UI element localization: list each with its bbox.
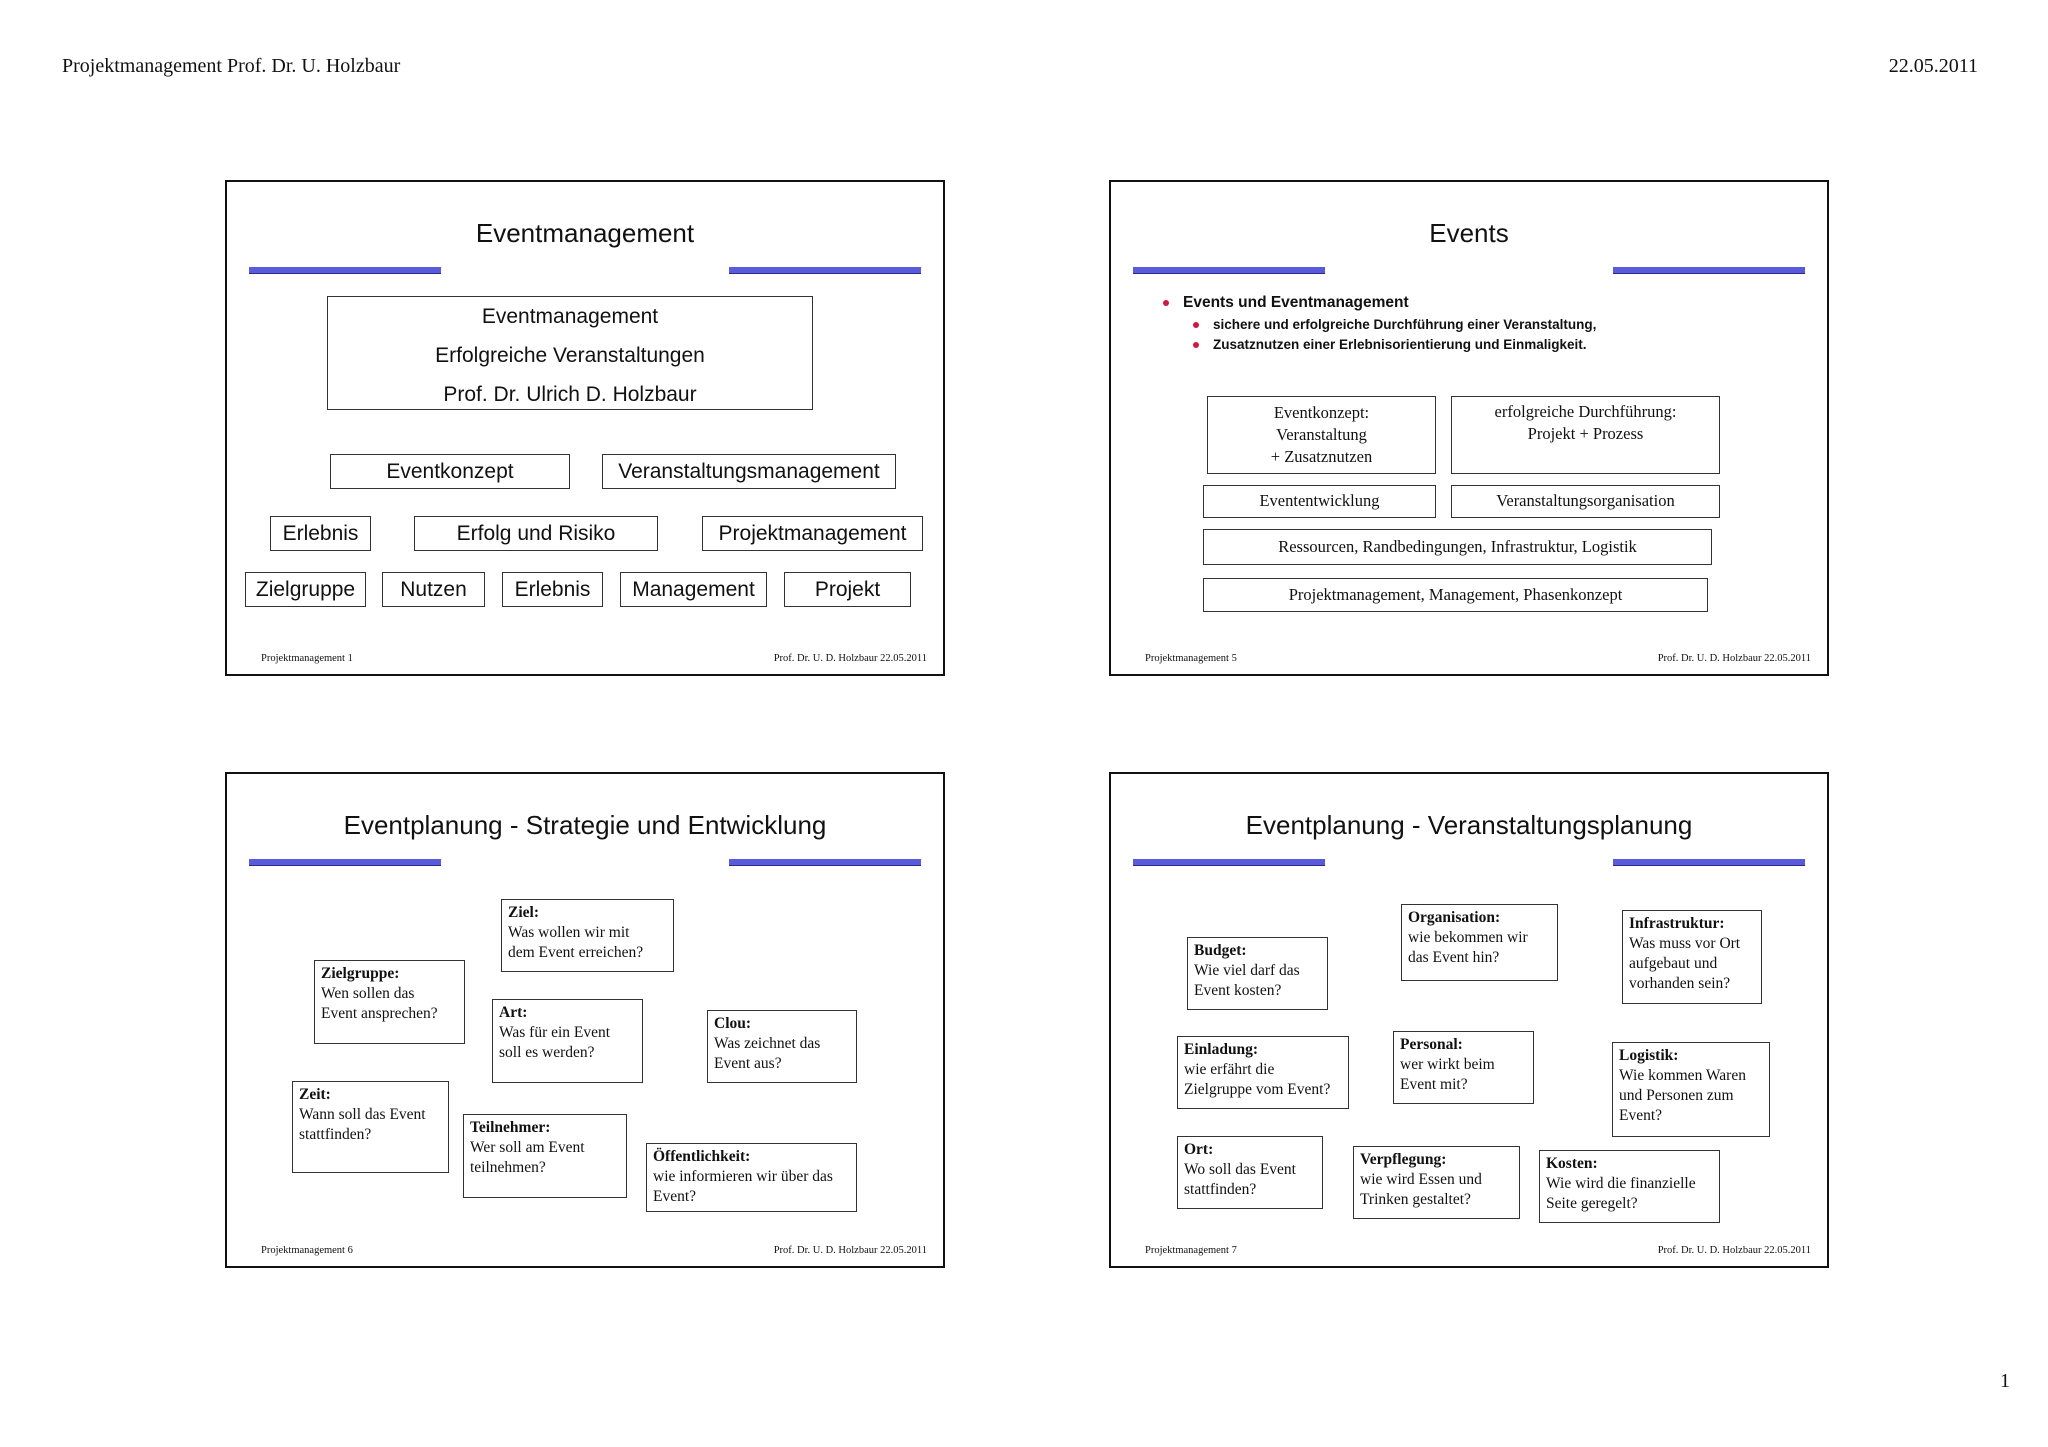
- slide-title: Eventplanung - Strategie und Entwicklung: [343, 810, 827, 840]
- card-personal: Personal: wer wirkt beim Event mit?: [1393, 1031, 1534, 1104]
- box-management: Management: [620, 572, 767, 607]
- bullet-subitem: Zusatznutzen einer Erlebnisorientierung …: [1193, 337, 1596, 352]
- slide-veranstaltungsplanung: Eventplanung - Veranstaltungsplanung Org…: [1109, 772, 1829, 1268]
- page-header-date: 22.05.2011: [1888, 55, 1978, 77]
- slide-footer-left: Projektmanagement 5: [1145, 653, 1237, 664]
- card-zeit: Zeit: Wann soll das Event stattfinden?: [292, 1081, 449, 1173]
- slide-footer-right: Prof. Dr. U. D. Holzbaur 22.05.2011: [773, 653, 927, 664]
- title-underline-right: [1613, 267, 1805, 274]
- main-box-line: Prof. Dr. Ulrich D. Holzbaur: [443, 383, 697, 406]
- box-ressourcen: Ressourcen, Randbedingungen, Infrastrukt…: [1203, 529, 1712, 565]
- box-veranstaltungsmanagement: Veranstaltungsmanagement: [602, 454, 896, 489]
- title-underline-left: [249, 859, 441, 866]
- page-header-left: Projektmanagement Prof. Dr. U. Holzbaur: [62, 55, 401, 77]
- slide-footer-left: Projektmanagement 1: [261, 653, 353, 664]
- box-eventkonzept: Eventkonzept: Veranstaltung + Zusatznutz…: [1207, 396, 1436, 474]
- box-projektmanagement: Projektmanagement: [702, 516, 923, 551]
- title-underline-right: [729, 859, 921, 866]
- card-zielgruppe: Zielgruppe: Wen sollen das Event ansprec…: [314, 960, 465, 1044]
- slide-events: Events Events und Eventmanagement sicher…: [1109, 180, 1829, 676]
- bullet-item: Events und Eventmanagement: [1163, 294, 1596, 312]
- box-veranstaltungsorganisation: Veranstaltungsorganisation: [1451, 485, 1720, 518]
- card-art: Art: Was für ein Event soll es werden?: [492, 999, 643, 1083]
- box-erlebnis: Erlebnis: [270, 516, 371, 551]
- box-projekt: Projekt: [784, 572, 911, 607]
- card-clou: Clou: Was zeichnet das Event aus?: [707, 1010, 857, 1083]
- slide-title: Events: [1429, 218, 1509, 248]
- main-title-box: Eventmanagement Erfolgreiche Veranstaltu…: [327, 296, 813, 410]
- box-erfolg-und-risiko: Erfolg und Risiko: [414, 516, 658, 551]
- card-organisation: Organisation: wie bekommen wir das Event…: [1401, 904, 1558, 981]
- slide-footer-left: Projektmanagement 7: [1145, 1245, 1237, 1256]
- box-eventkonzept: Eventkonzept: [330, 454, 570, 489]
- card-ziel: Ziel: Was wollen wir mit dem Event errei…: [501, 899, 674, 972]
- title-underline-left: [1133, 859, 1325, 866]
- card-infrastruktur: Infrastruktur: Was muss vor Ort aufgebau…: [1622, 910, 1762, 1004]
- slide-footer-right: Prof. Dr. U. D. Holzbaur 22.05.2011: [773, 1245, 927, 1256]
- bullet-dot-icon: [1163, 300, 1169, 306]
- slide-footer-right: Prof. Dr. U. D. Holzbaur 22.05.2011: [1657, 1245, 1811, 1256]
- main-box-line: Eventmanagement: [481, 305, 659, 328]
- box-erfolgreiche-durchfuehrung: erfolgreiche Durchführung: Projekt + Pro…: [1451, 396, 1720, 474]
- slide-footer-left: Projektmanagement 6: [261, 1245, 353, 1256]
- title-underline-right: [1613, 859, 1805, 866]
- card-verpflegung: Verpflegung: wie wird Essen und Trinken …: [1353, 1146, 1520, 1219]
- box-projektmanagement: Projektmanagement, Management, Phasenkon…: [1203, 578, 1708, 612]
- title-underline-left: [249, 267, 441, 274]
- card-teilnehmer: Teilnehmer: Wer soll am Event teilnehmen…: [463, 1114, 627, 1198]
- page-number: 1: [2000, 1370, 2010, 1392]
- card-ort: Ort: Wo soll das Event stattfinden?: [1177, 1136, 1323, 1209]
- slide-footer-right: Prof. Dr. U. D. Holzbaur 22.05.2011: [1657, 653, 1811, 664]
- main-box-line: Erfolgreiche Veranstaltungen: [435, 344, 705, 367]
- card-kosten: Kosten: Wie wird die finanzielle Seite g…: [1539, 1150, 1720, 1223]
- slide-title: Eventmanagement: [475, 218, 695, 248]
- title-underline-right: [729, 267, 921, 274]
- box-evententwicklung: Evententwicklung: [1203, 485, 1436, 518]
- card-budget: Budget: Wie viel darf das Event kosten?: [1187, 937, 1328, 1010]
- box-zielgruppe: Zielgruppe: [245, 572, 366, 607]
- slide-eventmanagement: Eventmanagement Eventmanagement Erfolgre…: [225, 180, 945, 676]
- card-einladung: Einladung: wie erfährt die Zielgruppe vo…: [1177, 1036, 1349, 1109]
- bullet-dot-icon: [1193, 341, 1199, 348]
- box-erlebnis: Erlebnis: [502, 572, 603, 607]
- box-nutzen: Nutzen: [382, 572, 485, 607]
- bullet-subitem: sichere und erfolgreiche Durchführung ei…: [1193, 317, 1596, 332]
- bullet-dot-icon: [1193, 321, 1199, 328]
- slide-strategie-entwicklung: Eventplanung - Strategie und Entwicklung…: [225, 772, 945, 1268]
- card-logistik: Logistik: Wie kommen Waren und Personen …: [1612, 1042, 1770, 1137]
- title-underline-left: [1133, 267, 1325, 274]
- bullet-list: Events und Eventmanagement sichere und e…: [1163, 294, 1596, 352]
- slide-title: Eventplanung - Veranstaltungsplanung: [1245, 810, 1693, 840]
- card-oeffentlichkeit: Öffentlichkeit: wie informieren wir über…: [646, 1143, 857, 1212]
